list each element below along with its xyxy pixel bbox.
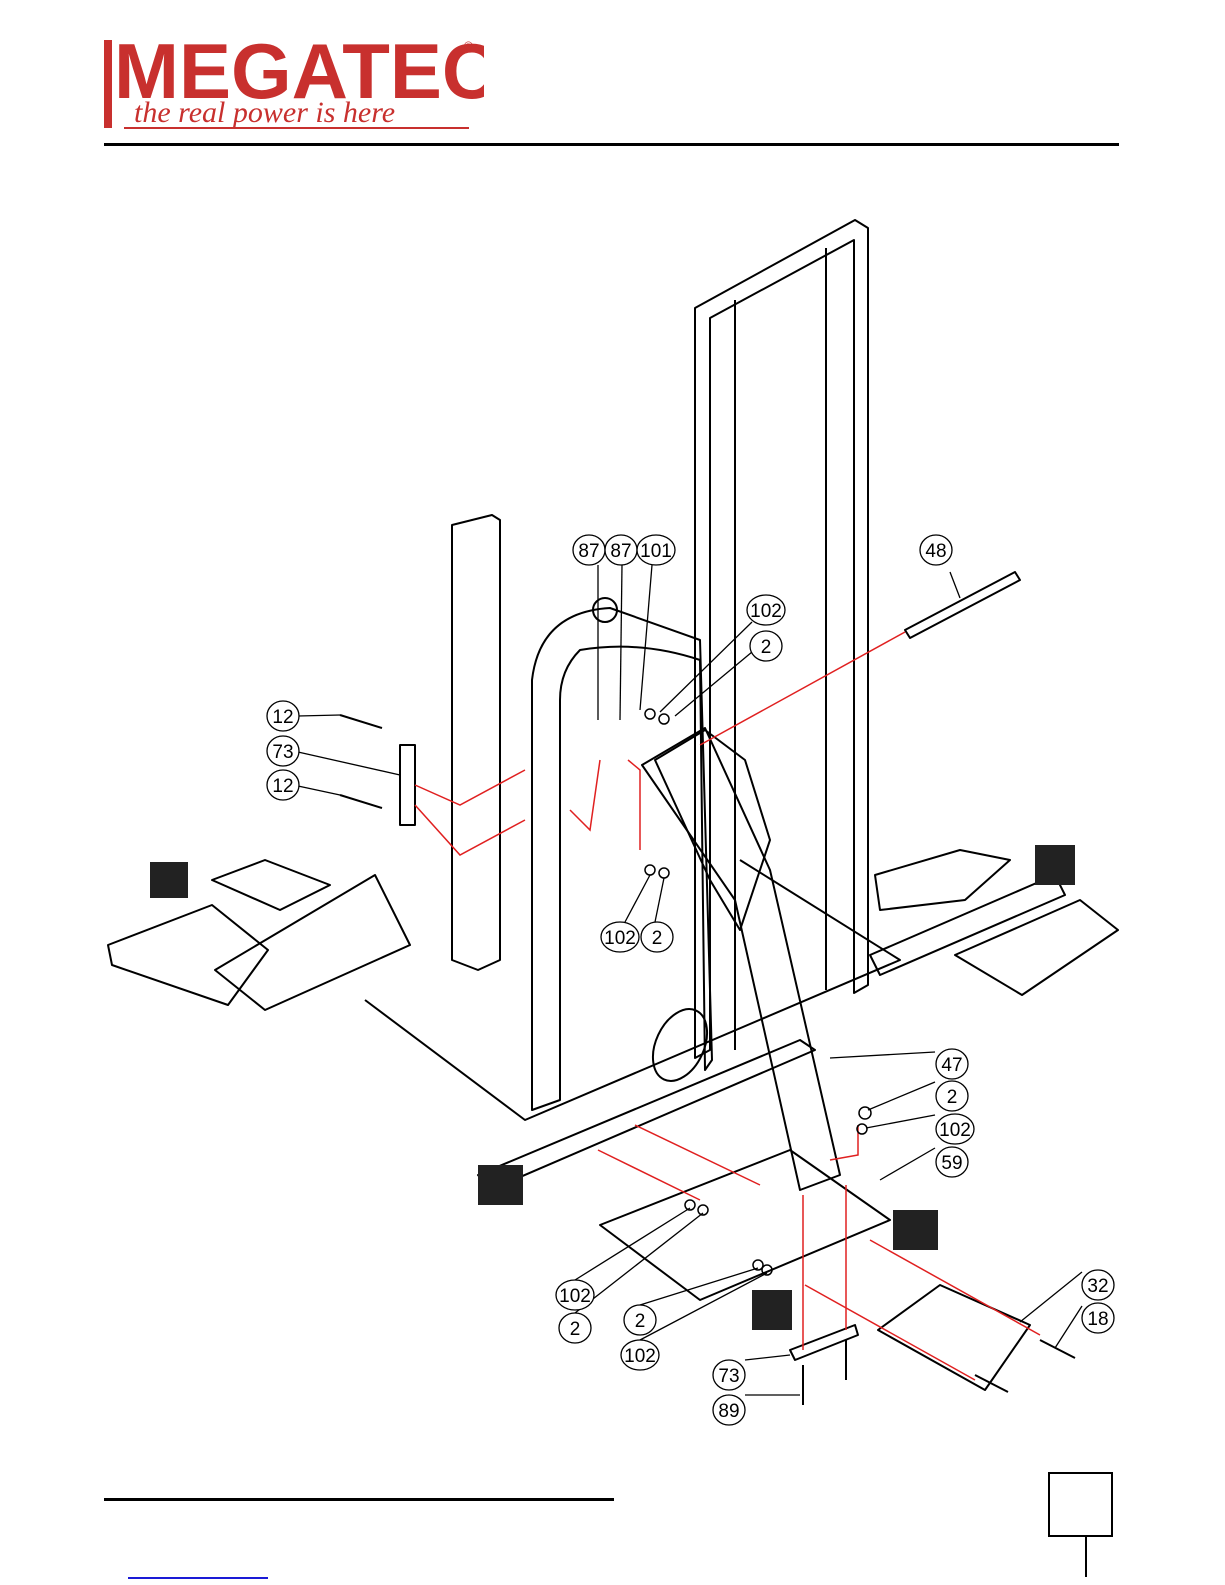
footplate-right-b [955,900,1118,995]
callout-102e: 102 [621,1340,659,1370]
shaft-48 [905,572,1020,638]
callout-47: 47 [936,1049,968,1079]
guide-48 [700,632,905,745]
bolt-12b [340,795,382,808]
svg-text:12: 12 [272,707,293,728]
callout-73b: 73 [713,1360,745,1390]
svg-text:73: 73 [718,1366,739,1387]
callout-73a: 73 [267,736,299,766]
callout-18: 18 [1082,1303,1114,1333]
callout-2d: 2 [559,1313,591,1343]
callout-59: 59 [936,1147,968,1177]
footplate-32 [878,1285,1030,1390]
guide-bolt-18b [805,1285,975,1380]
footplate-left-c [212,860,330,910]
svg-text:18: 18 [1087,1309,1108,1330]
svg-text:12: 12 [272,776,293,797]
upright-column [695,220,868,1058]
footplate-right-a [875,850,1010,910]
svg-text:47: 47 [941,1055,962,1076]
foot-right [1035,845,1075,885]
assembly-guide-lines [415,632,1040,1380]
callout-102b: 102 [601,922,639,952]
svg-text:89: 89 [718,1401,739,1422]
svg-text:102: 102 [624,1346,656,1367]
callout-32: 32 [1082,1270,1114,1300]
svg-text:102: 102 [750,601,782,622]
callout-leaders [298,565,1082,1395]
callout-87a: 87 [573,535,605,565]
svg-text:2: 2 [761,637,772,658]
base-rail-rear [365,860,900,1120]
logo-tagline: the real power is here [134,96,395,129]
svg-text:2: 2 [947,1087,958,1108]
svg-text:73: 73 [272,742,293,763]
guide-bolt-18 [870,1240,1040,1335]
callout-2b: 2 [641,922,673,952]
base-rail-front [478,1040,815,1190]
plate-73b [790,1325,858,1360]
svg-text:2: 2 [635,1311,646,1332]
svg-text:101: 101 [640,541,672,562]
logo-registered: ® [464,39,473,53]
svg-text:102: 102 [939,1120,971,1141]
foot-left [150,862,188,898]
nut [659,868,669,878]
callout-101: 101 [637,535,675,565]
footer-link-underline[interactable] [128,1577,268,1579]
foot-front-left [478,1165,523,1205]
svg-text:102: 102 [604,928,636,949]
guide-washer [830,1125,858,1160]
guide-base-a [598,1150,700,1200]
callout-12a: 12 [267,701,299,731]
callouts: 87 87 101 48 102 2 12 73 12 102 2 47 2 1… [267,535,1114,1425]
svg-text:48: 48 [925,541,946,562]
callout-2c: 2 [936,1081,968,1111]
callout-2e: 2 [624,1305,656,1335]
svg-text:87: 87 [610,541,631,562]
svg-text:32: 32 [1087,1276,1108,1297]
arch-frame [532,608,712,1110]
lower-pulley [642,1000,718,1089]
guide-plate-upper [415,770,525,805]
megatec-logo: MEGATEC ® the real power is here [104,36,484,132]
bolt-12a [340,715,382,728]
header-rule [104,143,1119,146]
callout-89: 89 [713,1395,745,1425]
foot-front-right [893,1210,938,1250]
machine-frame [108,220,1118,1405]
callout-102a: 102 [747,595,785,625]
page-number-box [1048,1472,1113,1537]
guide-plate-lower [415,805,525,855]
logo-left-bar [104,40,112,128]
guide-base-b [635,1125,760,1185]
guide-arch [570,760,600,830]
callout-12b: 12 [267,770,299,800]
callout-2a: 2 [750,631,782,661]
assembly-diagram: 87 87 101 48 102 2 12 73 12 102 2 47 2 1… [0,150,1225,1470]
callout-102c: 102 [936,1114,974,1144]
washer [645,865,655,875]
footplate-left-a [108,905,268,1005]
callout-102d: 102 [556,1280,594,1310]
page-number-stem [1085,1537,1087,1577]
nut [659,714,669,724]
bolt-18b [975,1375,1008,1392]
plate-73a [400,745,415,825]
callout-87b: 87 [605,535,637,565]
foot-front [752,1290,792,1330]
svg-text:2: 2 [570,1319,581,1340]
rear-upright [452,515,500,970]
footer-rule [104,1498,614,1501]
bolt-18 [1040,1340,1075,1358]
svg-text:102: 102 [559,1286,591,1307]
callout-48: 48 [920,535,952,565]
svg-text:87: 87 [578,541,599,562]
washer [645,709,655,719]
guide-lever [628,760,640,850]
svg-text:59: 59 [941,1153,962,1174]
svg-text:2: 2 [652,928,663,949]
